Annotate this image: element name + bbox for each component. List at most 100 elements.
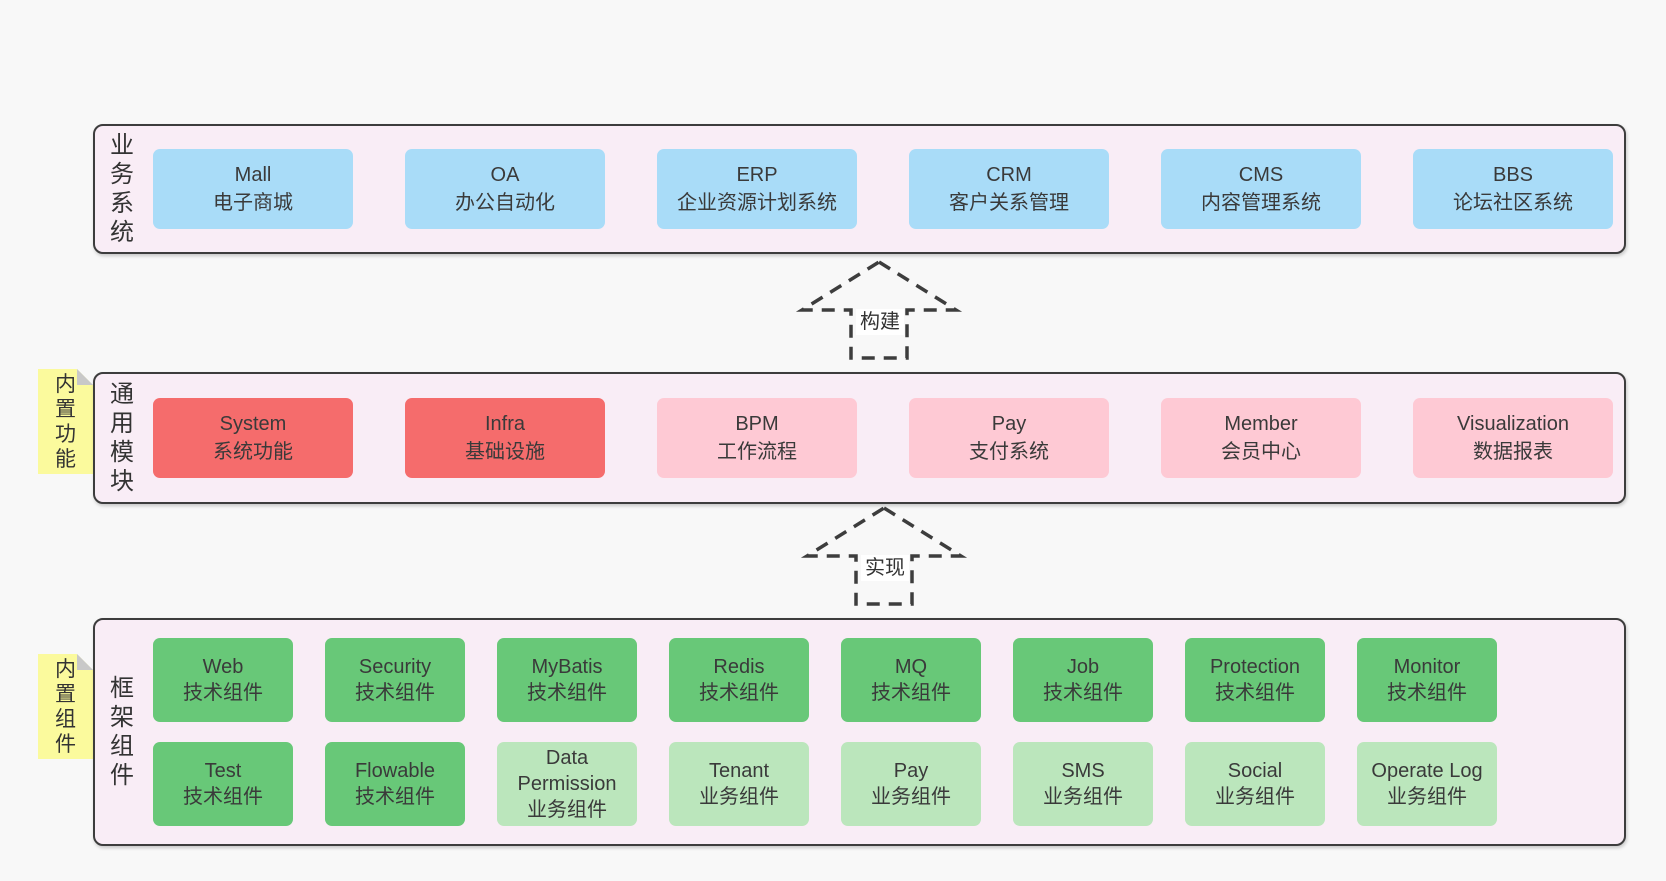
layer-common-modules: 通用模块 System 系统功能 Infra 基础设施 BPM 工作流程 Pay… [93, 372, 1626, 504]
box-subtitle: 基础设施 [465, 441, 545, 463]
box-title: BBS [1492, 164, 1534, 186]
box-subtitle: 电子商城 [213, 192, 293, 214]
box-title: Operate Log [1371, 760, 1483, 782]
layer-rows: Web 技术组件 Security 技术组件 MyBatis 技术组件 Redi… [153, 638, 1497, 826]
box-subtitle: 技术组件 [1043, 682, 1123, 704]
box-subtitle: 数据报表 [1473, 441, 1553, 463]
box-subtitle: 业务组件 [871, 786, 951, 808]
box-subtitle: 工作流程 [717, 441, 797, 463]
note-fold-corner-icon [77, 654, 93, 670]
box-bpm: BPM 工作流程 [657, 398, 857, 478]
box-title: Mall [234, 164, 272, 186]
box-subtitle: 技术组件 [871, 682, 951, 704]
box-subtitle: 业务组件 [699, 786, 779, 808]
note-built-in-components: 内置组件 [38, 654, 93, 759]
layer-label: 通用模块 [110, 381, 134, 495]
box-title: Flowable [354, 760, 436, 782]
note-text: 内置功能 [55, 372, 76, 471]
box-bbs: BBS 论坛社区系统 [1413, 149, 1613, 229]
box-mq: MQ 技术组件 [841, 638, 981, 722]
box-erp: ERP 企业资源计划系统 [657, 149, 857, 229]
box-title: Protection [1209, 656, 1301, 678]
box-subtitle: 业务组件 [1387, 786, 1467, 808]
box-subtitle: 技术组件 [1387, 682, 1467, 704]
note-built-in-features: 内置功能 [38, 369, 93, 474]
layer-label: 框架组件 [110, 675, 134, 789]
box-subtitle: 技术组件 [355, 682, 435, 704]
layer-framework-components: 框架组件 Web 技术组件 Security 技术组件 MyBatis 技术组件… [93, 618, 1626, 846]
box-title: CMS [1238, 164, 1284, 186]
layer-rows: System 系统功能 Infra 基础设施 BPM 工作流程 Pay 支付系统… [153, 398, 1613, 478]
box-infra: Infra 基础设施 [405, 398, 605, 478]
box-title: ERP [736, 164, 778, 186]
box-title: SMS [1061, 760, 1105, 782]
box-subtitle: 业务组件 [1215, 786, 1295, 808]
box-subtitle: 支付系统 [969, 441, 1049, 463]
box-title: System [219, 413, 287, 435]
box-title: Social [1227, 760, 1283, 782]
box-title: Pay [893, 760, 929, 782]
box-monitor: Monitor 技术组件 [1357, 638, 1497, 722]
up-arrow-implement-icon [800, 505, 968, 606]
box-row: System 系统功能 Infra 基础设施 BPM 工作流程 Pay 支付系统… [153, 398, 1613, 478]
box-member: Member 会员中心 [1161, 398, 1361, 478]
box-protection: Protection 技术组件 [1185, 638, 1325, 722]
box-subtitle: 内容管理系统 [1201, 192, 1321, 214]
box-mybatis: MyBatis 技术组件 [497, 638, 637, 722]
box-social: Social 业务组件 [1185, 742, 1325, 826]
box-data-permission: Data Permission 业务组件 [497, 742, 637, 826]
box-subtitle: 客户关系管理 [949, 192, 1069, 214]
box-title: Pay [991, 413, 1027, 435]
box-subtitle: 业务组件 [527, 799, 607, 821]
box-title: CRM [986, 164, 1032, 186]
box-title: Test [204, 760, 242, 782]
box-subtitle: 技术组件 [183, 682, 263, 704]
box-pay: Pay 支付系统 [909, 398, 1109, 478]
layer-rows: Mall 电子商城 OA 办公自动化 ERP 企业资源计划系统 CRM 客户关系… [153, 149, 1613, 229]
box-title: Monitor [1393, 656, 1461, 678]
note-fold-corner-icon [77, 369, 93, 385]
box-title: Tenant [708, 760, 770, 782]
box-mall: Mall 电子商城 [153, 149, 353, 229]
box-title: Redis [713, 656, 765, 678]
box-crm: CRM 客户关系管理 [909, 149, 1109, 229]
box-subtitle: 系统功能 [213, 441, 293, 463]
box-subtitle: 企业资源计划系统 [677, 192, 837, 214]
box-title: MyBatis [531, 656, 603, 678]
box-subtitle: 技术组件 [527, 682, 607, 704]
box-job: Job 技术组件 [1013, 638, 1153, 722]
layer-business-systems: 业务系统 Mall 电子商城 OA 办公自动化 ERP 企业资源计划系统 CRM… [93, 124, 1626, 254]
box-subtitle: 业务组件 [1043, 786, 1123, 808]
box-row: Web 技术组件 Security 技术组件 MyBatis 技术组件 Redi… [153, 638, 1497, 722]
arrow-label-build: 构建 [856, 309, 904, 335]
box-title: OA [490, 164, 520, 186]
box-subtitle: 会员中心 [1221, 441, 1301, 463]
box-tenant: Tenant 业务组件 [669, 742, 809, 826]
box-visualization: Visualization 数据报表 [1413, 398, 1613, 478]
box-subtitle: 技术组件 [355, 786, 435, 808]
box-system: System 系统功能 [153, 398, 353, 478]
box-title: Member [1224, 413, 1298, 435]
layer-label: 业务系统 [110, 132, 134, 246]
box-title: Job [1066, 656, 1100, 678]
box-title: BPM [735, 413, 779, 435]
box-title: Visualization [1457, 413, 1569, 435]
box-subtitle: 办公自动化 [455, 192, 555, 214]
box-flowable: Flowable 技术组件 [325, 742, 465, 826]
box-title: Infra [484, 413, 526, 435]
box-subtitle: 技术组件 [183, 786, 263, 808]
note-text: 内置组件 [55, 657, 76, 756]
box-test: Test 技术组件 [153, 742, 293, 826]
box-title: MQ [894, 656, 928, 678]
box-oa: OA 办公自动化 [405, 149, 605, 229]
box-subtitle: 技术组件 [1215, 682, 1295, 704]
box-subtitle: 技术组件 [699, 682, 779, 704]
box-title: Data Permission [517, 747, 617, 795]
box-operate-log: Operate Log 业务组件 [1357, 742, 1497, 826]
box-sms: SMS 业务组件 [1013, 742, 1153, 826]
box-redis: Redis 技术组件 [669, 638, 809, 722]
box-row: Mall 电子商城 OA 办公自动化 ERP 企业资源计划系统 CRM 客户关系… [153, 149, 1613, 229]
box-pay-business: Pay 业务组件 [841, 742, 981, 826]
box-title: Web [202, 656, 244, 678]
